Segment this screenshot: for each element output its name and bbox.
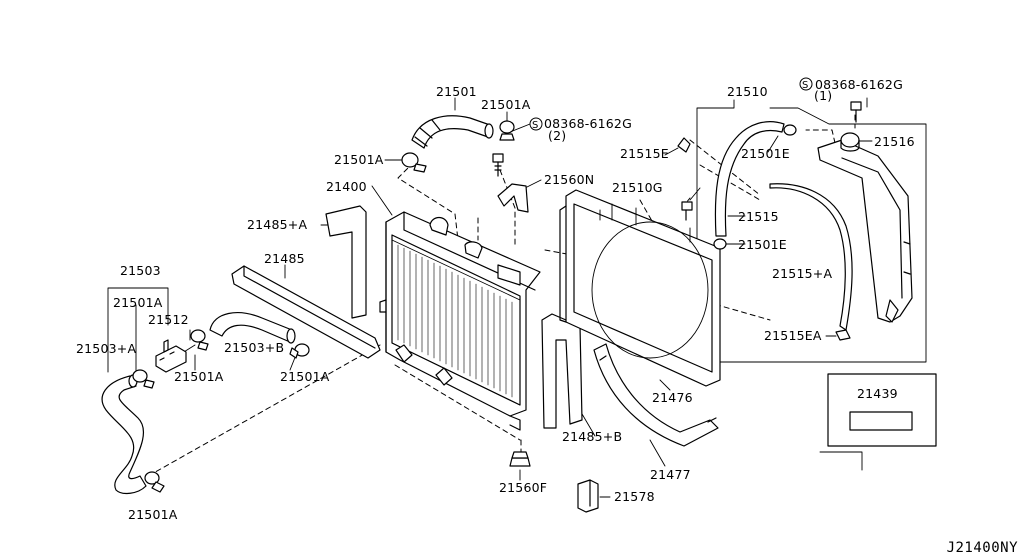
radiator-core[interactable] bbox=[379, 211, 541, 431]
lower-hose[interactable] bbox=[101, 374, 147, 495]
bolt-right[interactable] bbox=[850, 101, 862, 123]
label-box[interactable] bbox=[827, 373, 937, 447]
label-21515: 21515 bbox=[738, 209, 779, 224]
hose-clamp-e-top[interactable] bbox=[783, 124, 797, 136]
reservoir-hose[interactable] bbox=[714, 121, 785, 237]
bolt-21510g[interactable] bbox=[681, 201, 693, 221]
hose-clamp-e-mid[interactable] bbox=[713, 238, 727, 250]
label-21501a-bottom: 21501A bbox=[128, 507, 178, 522]
lower-shroud[interactable] bbox=[593, 343, 719, 447]
label-21477: 21477 bbox=[650, 467, 691, 482]
upper-hose[interactable] bbox=[411, 115, 494, 149]
label-21501a-clamp-a: 21501A bbox=[174, 369, 224, 384]
label-21510g: 21510G bbox=[612, 180, 663, 195]
hose-clamp-left[interactable] bbox=[401, 152, 427, 173]
label-21515e: 21515E bbox=[620, 146, 669, 161]
label-21501e-top: 21501E bbox=[741, 146, 790, 161]
label-21515ea: 21515EA bbox=[764, 328, 822, 343]
s-marks bbox=[529, 77, 813, 131]
label-21485-b: 21485+B bbox=[562, 429, 623, 444]
drain-plug[interactable] bbox=[509, 451, 531, 467]
label-21501e-mid: 21501E bbox=[738, 237, 787, 252]
label-21503-a: 21503+A bbox=[76, 341, 137, 356]
label-bolt-left-qty: (2) bbox=[548, 128, 567, 143]
label-bolt-right: 08368-6162G bbox=[815, 77, 903, 92]
leader-lines bbox=[107, 97, 927, 498]
label-21510: 21510 bbox=[727, 84, 768, 99]
label-21560f: 21560F bbox=[499, 480, 548, 495]
label-21400: 21400 bbox=[326, 179, 367, 194]
label-21485: 21485 bbox=[264, 251, 305, 266]
overflow-hose[interactable] bbox=[769, 183, 853, 331]
seal-21485[interactable] bbox=[231, 265, 381, 359]
clip-21578[interactable] bbox=[577, 479, 599, 513]
hose-clamp-b[interactable] bbox=[289, 343, 310, 359]
seal-21485-b[interactable] bbox=[541, 313, 583, 429]
hose-connector[interactable] bbox=[155, 339, 187, 373]
s-mark-right: S bbox=[802, 80, 808, 91]
label-21516: 21516 bbox=[874, 134, 915, 149]
label-bolt-left: 08368-6162G bbox=[544, 116, 632, 131]
hose-clamp-lower[interactable] bbox=[132, 369, 155, 389]
hose-21503-b[interactable] bbox=[209, 312, 296, 344]
reservoir-cap[interactable] bbox=[840, 132, 860, 152]
bolt-left[interactable] bbox=[492, 153, 504, 177]
label-21501a-hose: 21501A bbox=[113, 295, 163, 310]
hose-clamp-top[interactable] bbox=[499, 120, 515, 141]
diagram-code: J21400NY bbox=[946, 540, 1018, 556]
label-21578: 21578 bbox=[614, 489, 655, 504]
radiator-mount-bracket[interactable] bbox=[497, 183, 529, 213]
reservoir-tank[interactable] bbox=[817, 139, 913, 323]
fan-shroud[interactable] bbox=[559, 189, 721, 387]
seal-21485-a[interactable] bbox=[325, 205, 367, 319]
hose-clamp-bottom[interactable] bbox=[144, 471, 165, 493]
label-21501-top: 21501 bbox=[436, 84, 477, 99]
hose-clip-ea[interactable] bbox=[835, 329, 851, 341]
label-21515-a: 21515+A bbox=[772, 266, 833, 281]
label-21512: 21512 bbox=[148, 312, 189, 327]
label-21560n: 21560N bbox=[544, 172, 595, 187]
label-21501a-top: 21501A bbox=[481, 97, 531, 112]
label-21485-a: 21485+A bbox=[247, 217, 308, 232]
label-21503: 21503 bbox=[120, 263, 161, 278]
label-21503-b: 21503+B bbox=[224, 340, 285, 355]
label-21501a-clamp-b: 21501A bbox=[280, 369, 330, 384]
label-21476: 21476 bbox=[652, 390, 693, 405]
hose-bracket[interactable] bbox=[677, 137, 691, 153]
s-mark-left: S bbox=[532, 120, 538, 131]
label-21501a-left: 21501A bbox=[334, 152, 384, 167]
label-21439: 21439 bbox=[857, 386, 898, 401]
label-bolt-right-qty: (1) bbox=[814, 88, 833, 103]
hose-clamp-a[interactable] bbox=[190, 329, 209, 351]
